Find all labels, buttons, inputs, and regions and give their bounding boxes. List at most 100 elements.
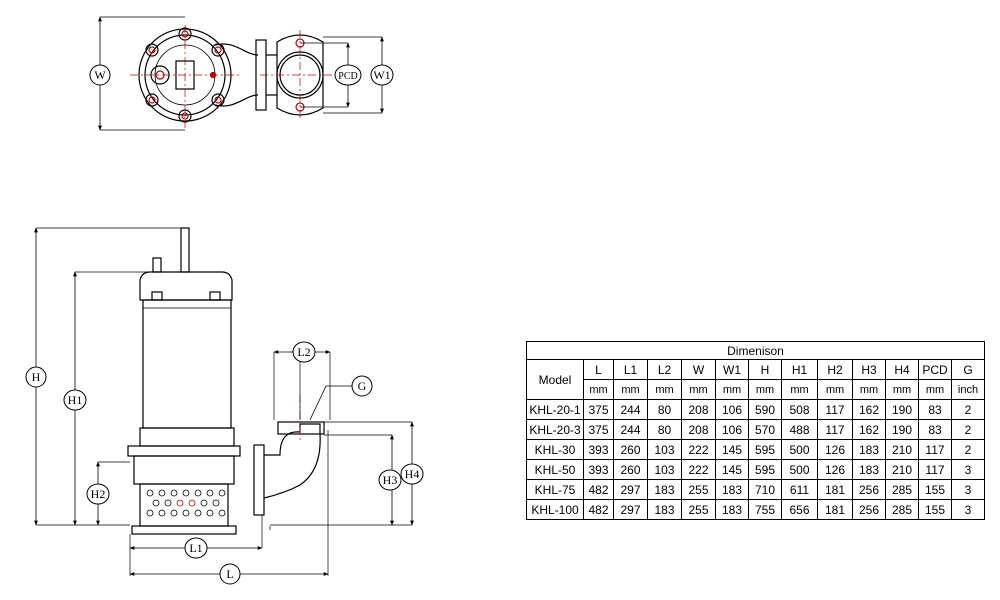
model-cell: KHL-75 — [526, 479, 584, 500]
value-cell: 208 — [681, 399, 716, 420]
label-PCD: PCD — [334, 64, 362, 86]
label-H2: H2 — [86, 483, 110, 505]
column-header: W1 — [715, 359, 749, 380]
value-cell: 183 — [715, 479, 749, 500]
value-cell: 2 — [951, 439, 985, 460]
value-cell: 3 — [951, 459, 985, 480]
svg-text:G: G — [358, 379, 367, 393]
value-cell: 155 — [918, 479, 952, 500]
model-cell: KHL-20-1 — [526, 399, 584, 420]
value-cell: 482 — [583, 499, 614, 520]
value-cell: 710 — [748, 479, 782, 500]
value-cell: 181 — [817, 499, 853, 520]
value-cell: 222 — [681, 439, 716, 460]
value-cell: 83 — [918, 419, 952, 440]
value-cell: 117 — [817, 419, 853, 440]
value-cell: 117 — [918, 439, 952, 460]
unit-cell: mm — [885, 379, 919, 400]
unit-cell: mm — [583, 379, 614, 400]
svg-text:L: L — [226, 567, 233, 581]
value-cell: 256 — [852, 499, 886, 520]
label-L2: L2 — [292, 341, 316, 363]
column-header: H4 — [885, 359, 919, 380]
side-view — [34, 227, 414, 576]
value-cell: 508 — [781, 399, 818, 420]
table-title: Dimenison — [526, 341, 985, 360]
value-cell: 297 — [613, 479, 648, 500]
value-cell: 590 — [748, 399, 782, 420]
value-cell: 145 — [715, 459, 749, 480]
unit-cell: mm — [647, 379, 682, 400]
value-cell: 117 — [817, 399, 853, 420]
label-H: H — [25, 366, 47, 388]
svg-text:H3: H3 — [383, 473, 398, 487]
value-cell: 80 — [647, 399, 682, 420]
value-cell: 145 — [715, 439, 749, 460]
value-cell: 256 — [852, 479, 886, 500]
value-cell: 611 — [781, 479, 818, 500]
column-header: W — [681, 359, 716, 380]
svg-text:H2: H2 — [91, 487, 106, 501]
value-cell: 755 — [748, 499, 782, 520]
value-cell: 103 — [647, 459, 682, 480]
value-cell: 103 — [647, 439, 682, 460]
value-cell: 2 — [951, 399, 985, 420]
value-cell: 208 — [681, 419, 716, 440]
svg-text:PCD: PCD — [338, 71, 357, 82]
svg-text:W1: W1 — [373, 68, 390, 82]
value-cell: 500 — [781, 459, 818, 480]
table-row: KHL-20-3 375 244 80 208 106 570 488 117 … — [526, 419, 985, 440]
value-cell: 595 — [748, 459, 782, 480]
value-cell: 222 — [681, 459, 716, 480]
svg-text:H1: H1 — [68, 393, 83, 407]
svg-text:L2: L2 — [297, 345, 310, 359]
unit-cell: mm — [613, 379, 648, 400]
unit-cell: mm — [748, 379, 782, 400]
model-cell: KHL-30 — [526, 439, 584, 460]
value-cell: 244 — [613, 419, 648, 440]
value-cell: 3 — [951, 479, 985, 500]
table-row: KHL-30 393 260 103 222 145 595 500 126 1… — [526, 439, 985, 460]
table-row: KHL-20-1 375 244 80 208 106 590 508 117 … — [526, 399, 985, 420]
value-cell: 210 — [885, 459, 919, 480]
table-row: KHL-100 482 297 183 255 183 755 656 181 … — [526, 499, 985, 520]
value-cell: 83 — [918, 399, 952, 420]
svg-text:H4: H4 — [405, 467, 420, 481]
value-cell: 190 — [885, 399, 919, 420]
label-L1: L1 — [184, 537, 208, 559]
unit-cell: mm — [817, 379, 853, 400]
model-cell: KHL-50 — [526, 459, 584, 480]
unit-cell: mm — [918, 379, 952, 400]
value-cell: 656 — [781, 499, 818, 520]
unit-cell: inch — [951, 379, 985, 400]
label-W1: W1 — [370, 64, 394, 86]
value-cell: 285 — [885, 479, 919, 500]
svg-text:L1: L1 — [189, 541, 202, 555]
value-cell: 162 — [852, 419, 886, 440]
value-cell: 3 — [951, 499, 985, 520]
value-cell: 126 — [817, 459, 853, 480]
column-header: L — [583, 359, 614, 380]
value-cell: 375 — [583, 419, 614, 440]
unit-cell: mm — [681, 379, 716, 400]
model-cell: KHL-100 — [526, 499, 584, 520]
value-cell: 2 — [951, 419, 985, 440]
value-cell: 244 — [613, 399, 648, 420]
value-cell: 162 — [852, 399, 886, 420]
column-header: PCD — [918, 359, 952, 380]
value-cell: 595 — [748, 439, 782, 460]
value-cell: 260 — [613, 459, 648, 480]
label-G: G — [351, 375, 373, 397]
value-cell: 375 — [583, 399, 614, 420]
value-cell: 260 — [613, 439, 648, 460]
value-cell: 285 — [885, 499, 919, 520]
label-H1: H1 — [63, 389, 87, 411]
column-header: L2 — [647, 359, 682, 380]
label-H4: H4 — [400, 463, 424, 485]
value-cell: 106 — [715, 419, 749, 440]
table-row: KHL-75 482 297 183 255 183 710 611 181 2… — [526, 479, 985, 500]
svg-text:H: H — [32, 370, 41, 384]
value-cell: 570 — [748, 419, 782, 440]
value-cell: 181 — [817, 479, 853, 500]
